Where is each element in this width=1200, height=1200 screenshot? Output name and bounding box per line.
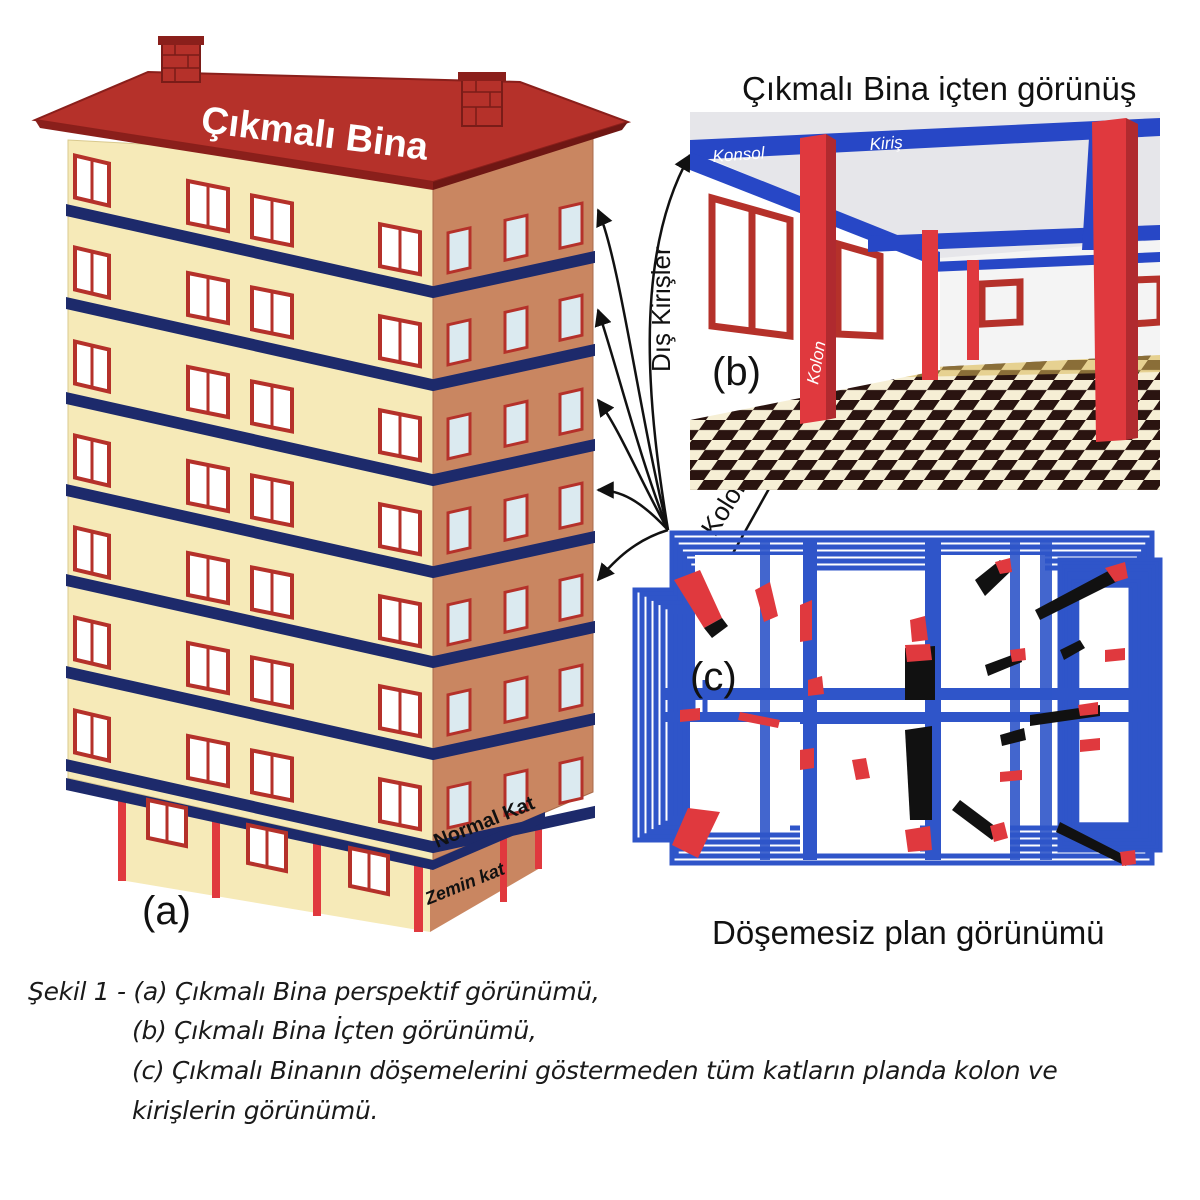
building-perspective: Çıkmalı Bina Normal Kat Zemin kat (a) <box>31 36 632 933</box>
chimney-left <box>158 36 204 83</box>
panel-c-letter: (c) <box>690 655 737 699</box>
side-window <box>503 493 529 543</box>
chimney-right <box>458 72 506 127</box>
panel-b-title: Çıkmalı Bina içten görünüş <box>742 70 1136 107</box>
side-window <box>558 663 584 713</box>
interior-view <box>690 112 1160 490</box>
caption-line-4: kirişlerin görünümü. <box>132 1096 379 1125</box>
window <box>186 178 230 234</box>
kiris-label: Kiriş <box>869 133 904 154</box>
window <box>378 683 422 739</box>
side-window <box>446 317 472 367</box>
window <box>186 550 230 606</box>
ground-floor-windows <box>146 797 390 897</box>
window <box>73 708 111 764</box>
panel-c-title: Döşemesiz plan görünümü <box>712 914 1105 951</box>
side-window <box>446 780 472 830</box>
side-window <box>446 411 472 461</box>
side-window <box>558 293 584 343</box>
window <box>378 313 422 369</box>
side-window <box>446 687 472 737</box>
side-window <box>503 585 529 635</box>
side-window <box>558 756 584 806</box>
ground-floor-side <box>430 815 540 932</box>
window <box>250 284 294 340</box>
side-window <box>446 225 472 275</box>
window <box>186 364 230 420</box>
side-window <box>503 399 529 449</box>
side-window <box>558 573 584 623</box>
roof-eave-side <box>433 122 628 190</box>
window <box>250 192 294 248</box>
ground-window <box>246 822 288 874</box>
window <box>378 776 422 832</box>
plan-view: (c) <box>632 530 1163 866</box>
window <box>250 564 294 620</box>
window <box>250 747 294 803</box>
caption-line-2: (b) Çıkmalı Bina İçten görünümü, <box>132 1016 537 1045</box>
plan-columns <box>672 558 1136 866</box>
konsol-label: Konsol <box>712 143 766 166</box>
window <box>73 153 111 209</box>
window <box>186 458 230 514</box>
side-window <box>503 768 529 818</box>
window <box>378 501 422 557</box>
side-window <box>503 305 529 355</box>
window <box>186 270 230 326</box>
roof-eave <box>35 120 433 190</box>
caption-line-1: Şekil 1 - (a) Çıkmalı Bina perspektif gö… <box>28 977 600 1006</box>
caption-line-3: (c) Çıkmalı Binanın döşemelerini gösterm… <box>132 1056 1058 1085</box>
window <box>250 654 294 710</box>
window <box>250 472 294 528</box>
side-window <box>558 201 584 251</box>
side-window <box>446 597 472 647</box>
building-windows <box>73 153 584 832</box>
window <box>73 433 111 489</box>
side-window <box>558 481 584 531</box>
window <box>378 593 422 649</box>
window <box>186 733 230 789</box>
dis-kirisler-label: Dış Kirişler <box>646 246 676 372</box>
panel-a-letter: (a) <box>142 889 191 933</box>
side-window <box>446 505 472 555</box>
window <box>378 221 422 277</box>
ground-window <box>348 845 390 897</box>
window <box>73 615 111 671</box>
window <box>250 378 294 434</box>
side-window <box>558 387 584 437</box>
window <box>73 525 111 581</box>
ground-window <box>146 797 188 849</box>
panel-b-letter: (b) <box>712 350 761 394</box>
interior-columns <box>800 118 1138 442</box>
window <box>73 339 111 395</box>
side-window <box>503 675 529 725</box>
ground-columns <box>118 785 542 932</box>
side-window <box>503 213 529 263</box>
window <box>186 640 230 696</box>
window <box>378 407 422 463</box>
window <box>73 245 111 301</box>
